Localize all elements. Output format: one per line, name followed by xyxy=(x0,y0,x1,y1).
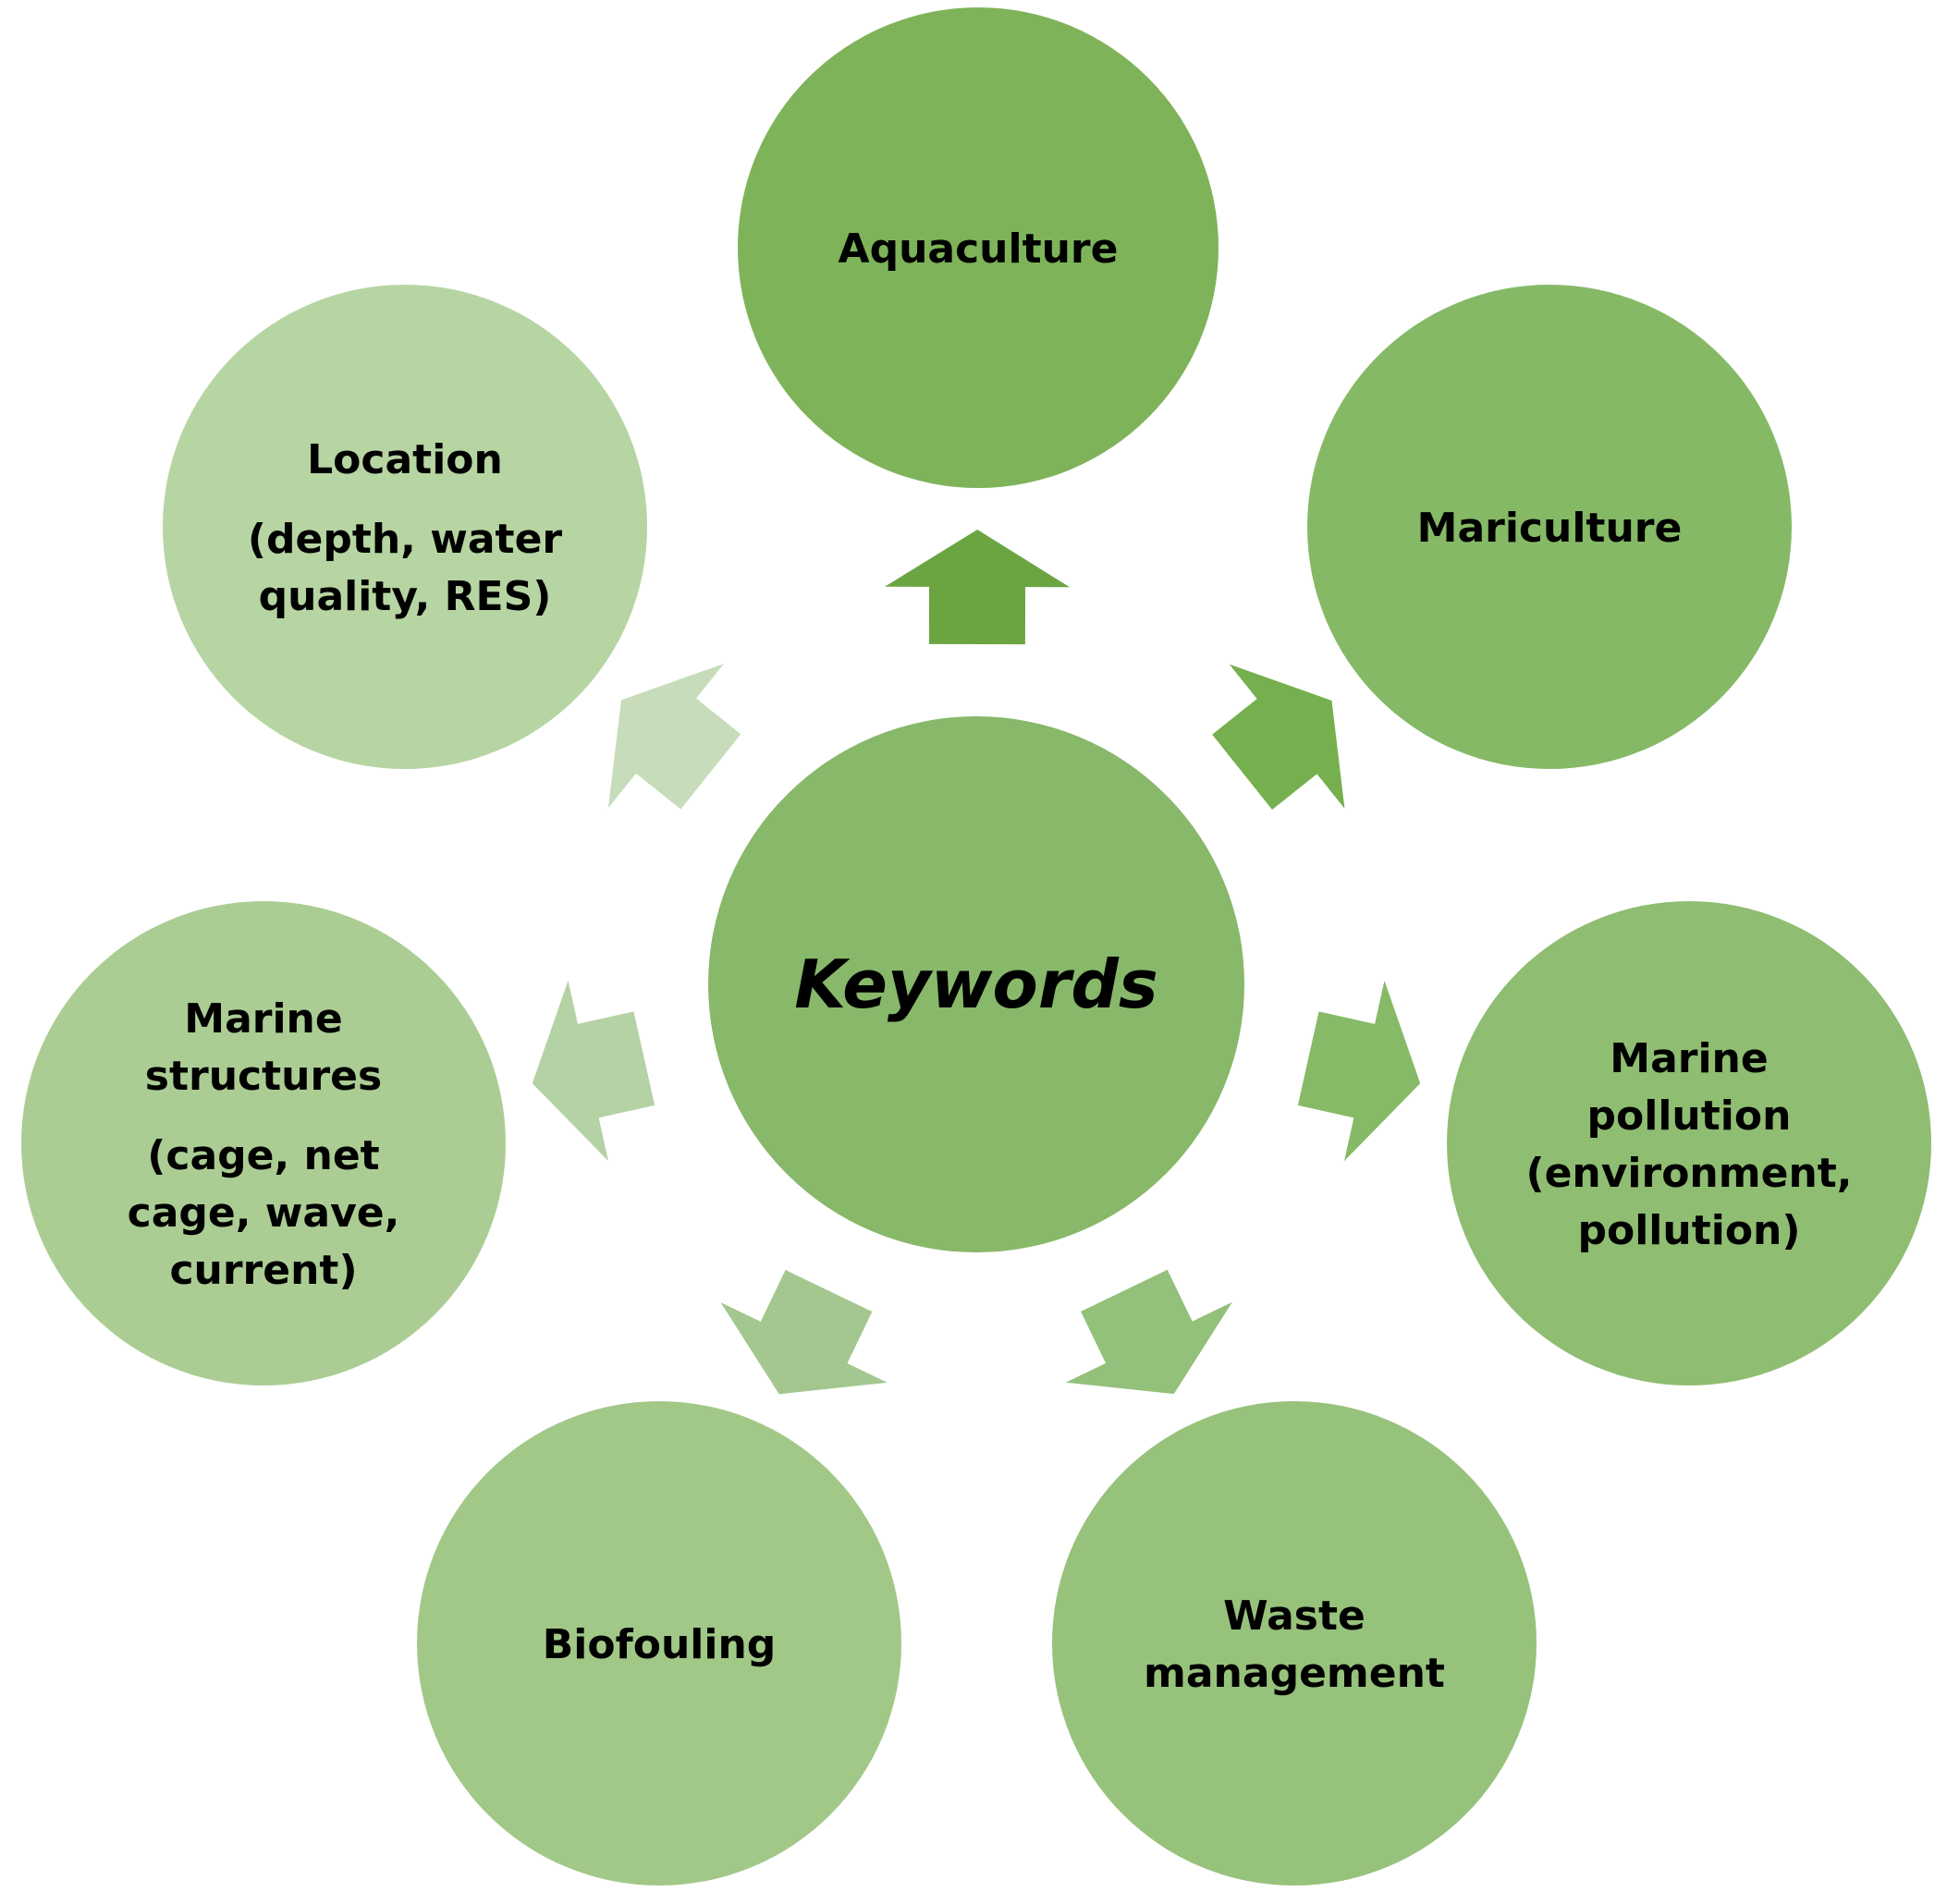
node-label-biofouling: Biofouling xyxy=(543,1621,777,1668)
arrow-to-location xyxy=(607,664,741,810)
node-label-marine-structures: structures xyxy=(145,1053,382,1100)
node-circle-aquaculture xyxy=(738,7,1218,488)
arrow-to-waste-management xyxy=(1065,1269,1232,1395)
node-label-marine-pollution: pollution xyxy=(1587,1092,1792,1140)
node-label-waste-management: management xyxy=(1144,1650,1445,1697)
arrow-to-biofouling xyxy=(720,1270,888,1395)
node-circle-marine-structures xyxy=(21,901,506,1385)
node-label-marine-pollution: pollution) xyxy=(1578,1207,1801,1254)
node-label-marine-pollution: Marine xyxy=(1610,1035,1768,1082)
center-label: Keywords xyxy=(794,946,1158,1023)
node-marine-structures: Marine structures (cage, net cage, wave, cur… xyxy=(21,901,506,1385)
node-circle-mariculture xyxy=(1307,285,1792,769)
node-label-marine-structures: current) xyxy=(169,1247,357,1294)
node-circle-marine-pollution xyxy=(1447,901,1931,1385)
node-circle-location xyxy=(163,285,647,769)
center-circle xyxy=(708,716,1244,1252)
node-label-marine-pollution: (environment, xyxy=(1525,1150,1852,1197)
node-marine-pollution: Marine pollution (environment, pollution) xyxy=(1447,901,1931,1385)
node-label-marine-structures: cage, wave, xyxy=(128,1190,400,1237)
node-waste-management: Waste management xyxy=(1052,1401,1537,1886)
arrow-to-marine-pollution xyxy=(1297,981,1421,1162)
node-location: Location (depth, water quality, RES) xyxy=(163,285,647,769)
node-label-aquaculture: Aquaculture xyxy=(839,226,1119,273)
node-label-marine-structures: (cage, net xyxy=(147,1132,379,1179)
node-label-location: quality, RES) xyxy=(259,573,552,620)
arrow-to-marine-structures xyxy=(532,981,655,1162)
node-label-mariculture: Mariculture xyxy=(1417,505,1683,552)
arrow-to-mariculture xyxy=(1212,664,1345,811)
arrows-layer xyxy=(532,530,1421,1395)
node-label-marine-structures: Marine xyxy=(184,995,342,1043)
node-label-location: (depth, water xyxy=(248,516,563,563)
center-node: Keywords xyxy=(708,716,1244,1252)
arrow-to-aquaculture xyxy=(885,530,1071,645)
node-aquaculture: Aquaculture xyxy=(738,7,1218,488)
node-biofouling: Biofouling xyxy=(417,1401,901,1886)
node-mariculture: Mariculture xyxy=(1307,285,1792,769)
node-label-location: Location xyxy=(307,436,503,483)
node-circle-waste-management xyxy=(1052,1401,1537,1886)
node-circle-biofouling xyxy=(417,1401,901,1886)
node-label-waste-management: Waste xyxy=(1223,1593,1365,1640)
